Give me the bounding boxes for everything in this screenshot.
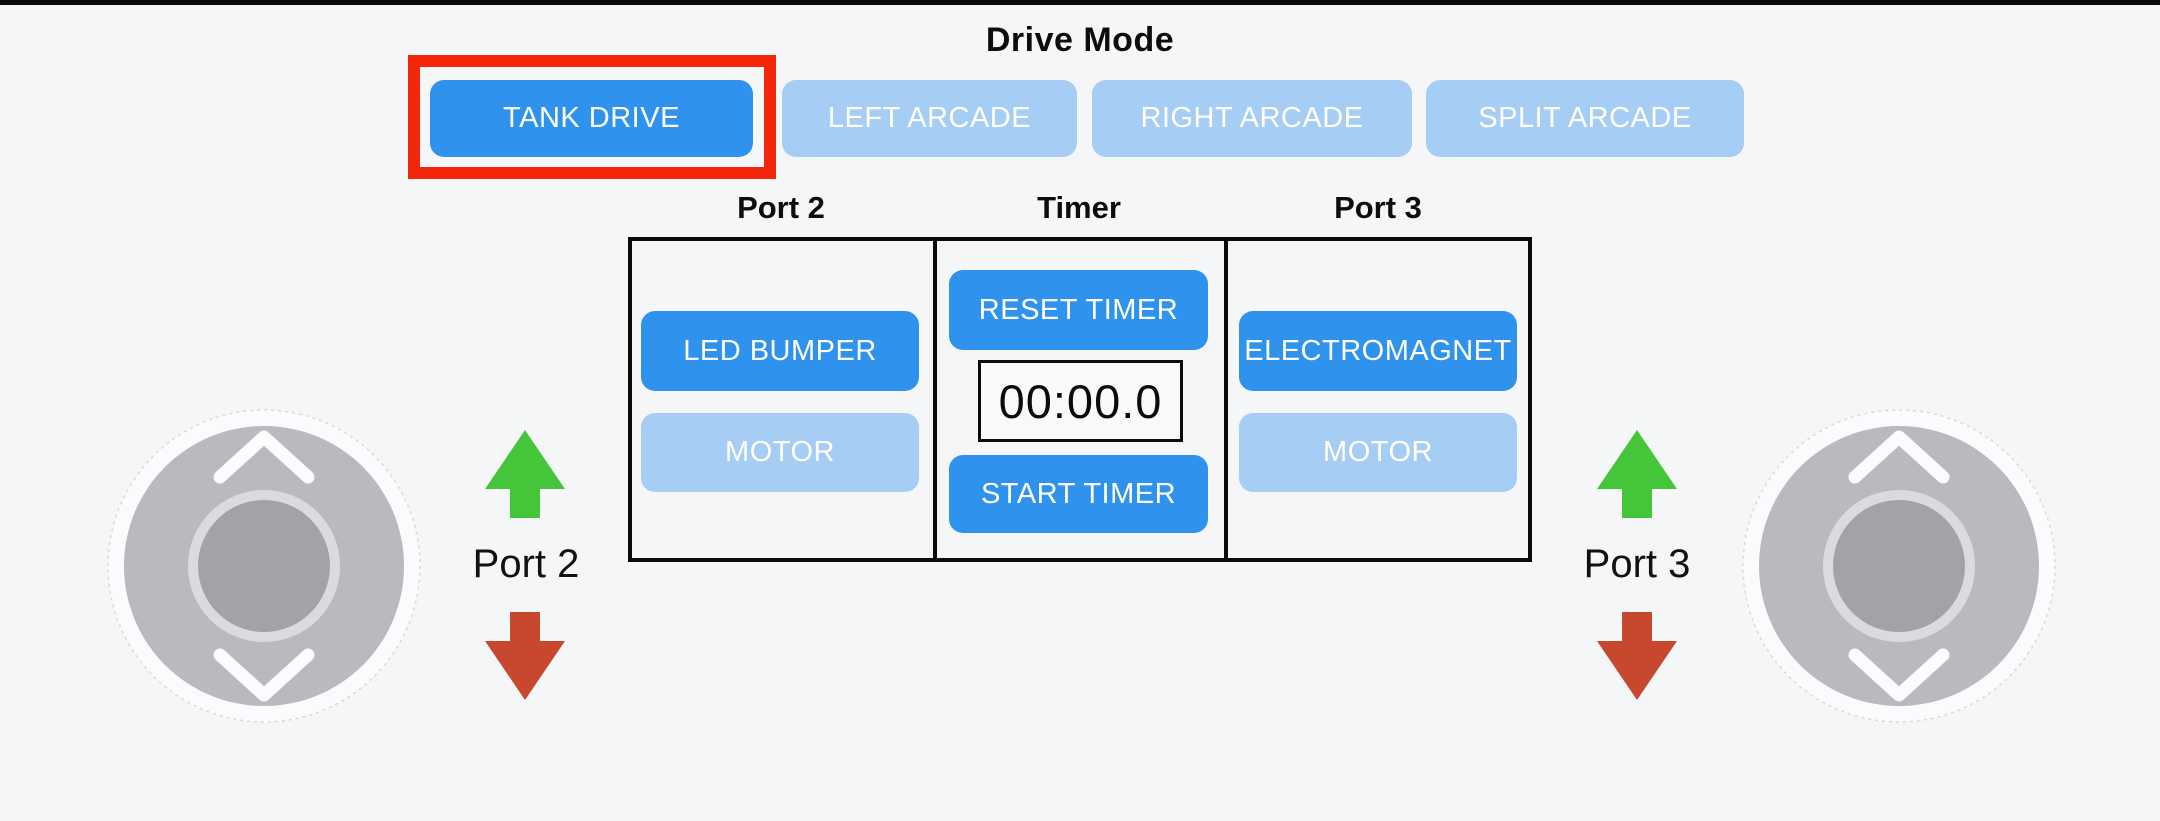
mode-button-left-arcade[interactable]: LEFT ARCADE <box>782 80 1077 157</box>
green-up-arrow-icon <box>1597 430 1677 518</box>
red-down-arrow-shape <box>485 612 565 700</box>
right-stick-port-label: Port 3 <box>1583 542 1691 586</box>
drive-mode-title: Drive Mode <box>985 21 1175 59</box>
led-bumper-button[interactable]: LED BUMPER <box>641 311 919 391</box>
chevron-down-icon <box>1848 648 1950 702</box>
chevron-up-icon <box>1848 430 1950 484</box>
column-header-port3: Port 3 <box>1334 190 1422 225</box>
column-header-timer: Timer <box>1037 190 1121 225</box>
mode-button-tank-drive[interactable]: TANK DRIVE <box>430 80 753 157</box>
green-up-arrow-shape <box>485 430 565 518</box>
mode-button-split-arcade[interactable]: SPLIT ARCADE <box>1426 80 1744 157</box>
reset-timer-button[interactable]: RESET TIMER <box>949 270 1208 350</box>
green-up-arrow-icon <box>485 430 565 518</box>
table-divider-left <box>933 237 937 562</box>
joystick-knob[interactable] <box>1833 500 1965 632</box>
left-stick-port-label: Port 2 <box>472 542 580 586</box>
electromagnet-button[interactable]: ELECTROMAGNET <box>1239 311 1517 391</box>
port3-motor-button[interactable]: MOTOR <box>1239 413 1517 492</box>
top-edge-bar <box>0 0 2160 5</box>
right-joystick[interactable] <box>1739 406 2059 726</box>
column-header-port2: Port 2 <box>737 190 825 225</box>
table-divider-right <box>1224 237 1228 562</box>
timer-display: 00:00.0 <box>978 360 1183 442</box>
red-down-arrow-shape <box>1597 612 1677 700</box>
red-down-arrow-icon <box>485 612 565 700</box>
chevron-down-icon <box>213 648 315 702</box>
chevron-up-icon <box>213 430 315 484</box>
left-joystick[interactable] <box>104 406 424 726</box>
control-panel-table <box>628 237 1532 562</box>
joystick-knob[interactable] <box>198 500 330 632</box>
start-timer-button[interactable]: START TIMER <box>949 455 1208 533</box>
green-up-arrow-shape <box>1597 430 1677 518</box>
mode-button-right-arcade[interactable]: RIGHT ARCADE <box>1092 80 1412 157</box>
red-down-arrow-icon <box>1597 612 1677 700</box>
port2-motor-button[interactable]: MOTOR <box>641 413 919 492</box>
